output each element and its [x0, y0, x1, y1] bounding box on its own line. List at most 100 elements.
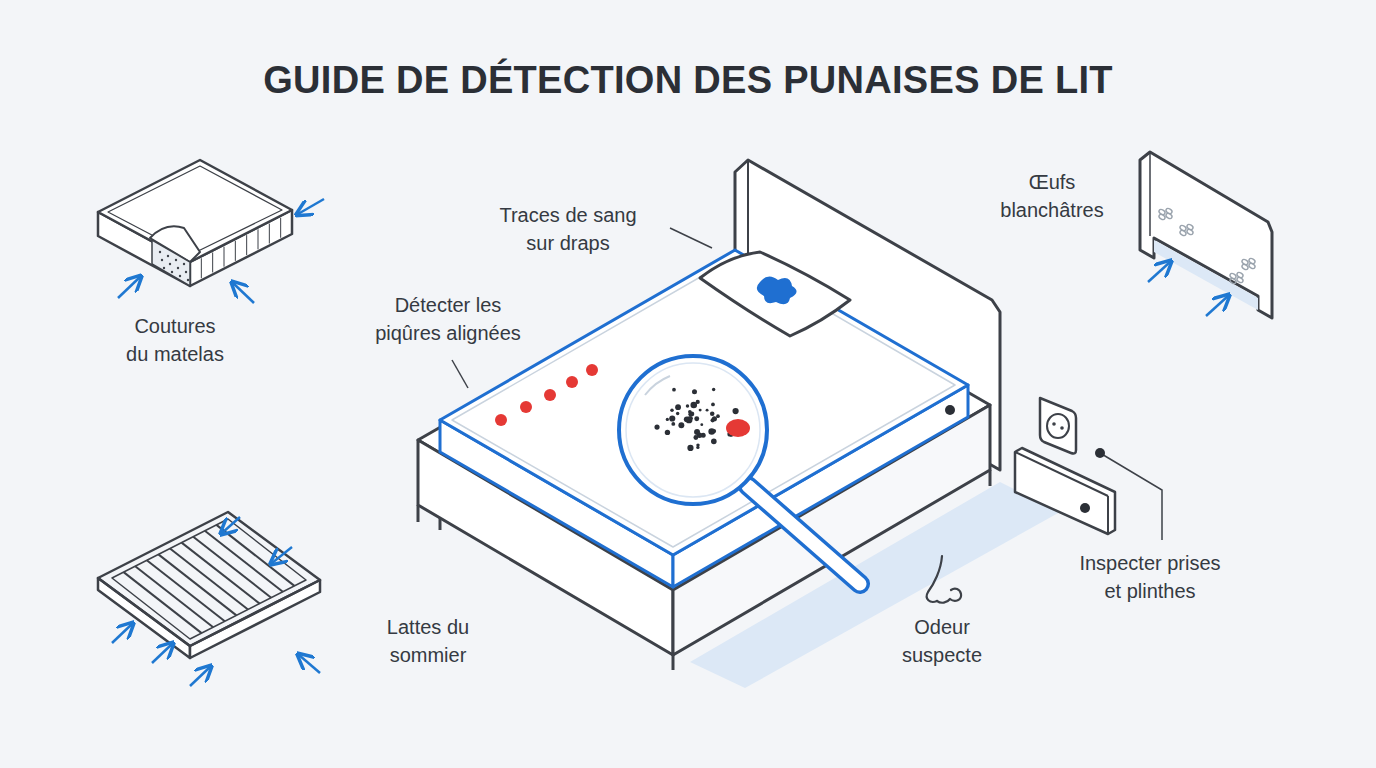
magnifier	[748, 486, 860, 584]
baseboard	[1015, 448, 1115, 534]
magnifier	[619, 356, 767, 504]
mattress-icon	[98, 160, 292, 286]
egg-cluster	[1186, 228, 1194, 235]
mattress-icon	[152, 240, 190, 286]
mattress-seams	[246, 235, 247, 255]
pointer-arrow	[233, 283, 254, 303]
nose-icon	[937, 589, 961, 603]
magnifier	[688, 416, 692, 420]
mattress-seams	[280, 218, 281, 238]
mattress	[945, 405, 955, 415]
bed-frame	[417, 505, 420, 522]
magnifier	[706, 409, 709, 412]
slats	[170, 549, 248, 610]
callout-label: Œufs blanchâtres	[996, 168, 1108, 224]
mattress-seams	[224, 247, 225, 267]
magnifier	[712, 388, 715, 391]
magnifier	[748, 486, 860, 584]
slats	[216, 525, 294, 586]
pointer-arrow	[298, 199, 324, 214]
callout-label: Inspecter prises et plinthes	[1069, 549, 1231, 605]
magnifier	[675, 404, 681, 410]
egg-cluster	[1179, 229, 1187, 236]
magnifier	[732, 408, 738, 414]
slats	[124, 572, 202, 633]
pillow	[700, 252, 850, 336]
slats	[124, 525, 295, 633]
magnifier	[670, 408, 674, 412]
mattress-seams	[258, 229, 259, 249]
mattress-texture	[177, 267, 179, 269]
mattress-texture	[183, 263, 185, 265]
slatted-base-icon	[98, 512, 320, 658]
mattress-seams	[201, 218, 280, 278]
mattress-texture	[167, 255, 169, 257]
nose-icon	[927, 556, 961, 603]
leader-line	[452, 228, 1162, 540]
bite-marks	[566, 376, 578, 388]
magnifier	[700, 423, 703, 426]
mattress-texture	[159, 251, 161, 253]
magnifier	[688, 412, 692, 416]
mattress	[440, 250, 968, 555]
mattress-texture	[179, 275, 181, 277]
outlet-icon	[1095, 448, 1105, 458]
callout-label: Coutures du matelas	[122, 312, 228, 368]
bed-frame	[439, 518, 442, 530]
leader-line	[452, 360, 468, 388]
magnifier	[671, 422, 675, 426]
egg-cluster	[1229, 277, 1237, 284]
egg-cluster	[1241, 263, 1249, 270]
magnifier	[726, 419, 750, 437]
magnifier	[619, 356, 860, 584]
mattress-texture	[169, 263, 171, 265]
mattress-icon	[98, 160, 292, 262]
mattress-texture	[187, 279, 189, 281]
egg-panel	[1140, 152, 1272, 318]
mattress	[440, 250, 968, 587]
mattress-texture	[163, 267, 165, 269]
mattress-icon	[108, 166, 282, 255]
magnifier	[666, 418, 669, 421]
leader-line	[670, 228, 712, 248]
pointer-arrow	[1148, 262, 1170, 282]
egg-cluster	[1165, 212, 1173, 219]
slats	[147, 560, 225, 621]
egg-cluster	[1248, 262, 1256, 269]
pointer-arrow	[190, 667, 210, 686]
egg-panel	[1154, 240, 1258, 310]
outlet-icon	[1040, 398, 1105, 458]
baseboard	[1015, 448, 1115, 534]
outlet-icon	[1060, 426, 1064, 430]
mattress-texture	[171, 271, 173, 273]
magnifier	[711, 439, 717, 445]
slats	[205, 531, 283, 592]
magnifier	[687, 445, 693, 451]
pointer-arrow	[152, 644, 172, 663]
magnifier	[686, 404, 689, 407]
magnifier	[678, 422, 684, 428]
magnifier	[672, 388, 676, 392]
slatted-base-icon	[190, 580, 320, 658]
magnifier	[694, 429, 700, 435]
outlet-icon	[1047, 414, 1069, 438]
pointer-arrow	[112, 517, 320, 686]
magnifier	[669, 415, 675, 421]
magnifier	[654, 425, 659, 430]
slatted-base-icon	[98, 512, 320, 646]
magnifier	[626, 363, 760, 497]
egg-panel	[1149, 152, 1151, 236]
outlet-icon	[1040, 398, 1076, 454]
callout-label: Traces de sang sur draps	[495, 201, 641, 257]
magnifier	[692, 389, 697, 394]
mattress-seams	[235, 241, 236, 261]
bite-marks	[495, 364, 598, 426]
pointer-arrow	[272, 547, 292, 563]
pointer-arrow	[222, 517, 240, 533]
magnifier	[689, 416, 693, 420]
bite-marks	[586, 364, 598, 376]
mattress	[452, 257, 955, 547]
pointer-arrow	[118, 277, 140, 298]
